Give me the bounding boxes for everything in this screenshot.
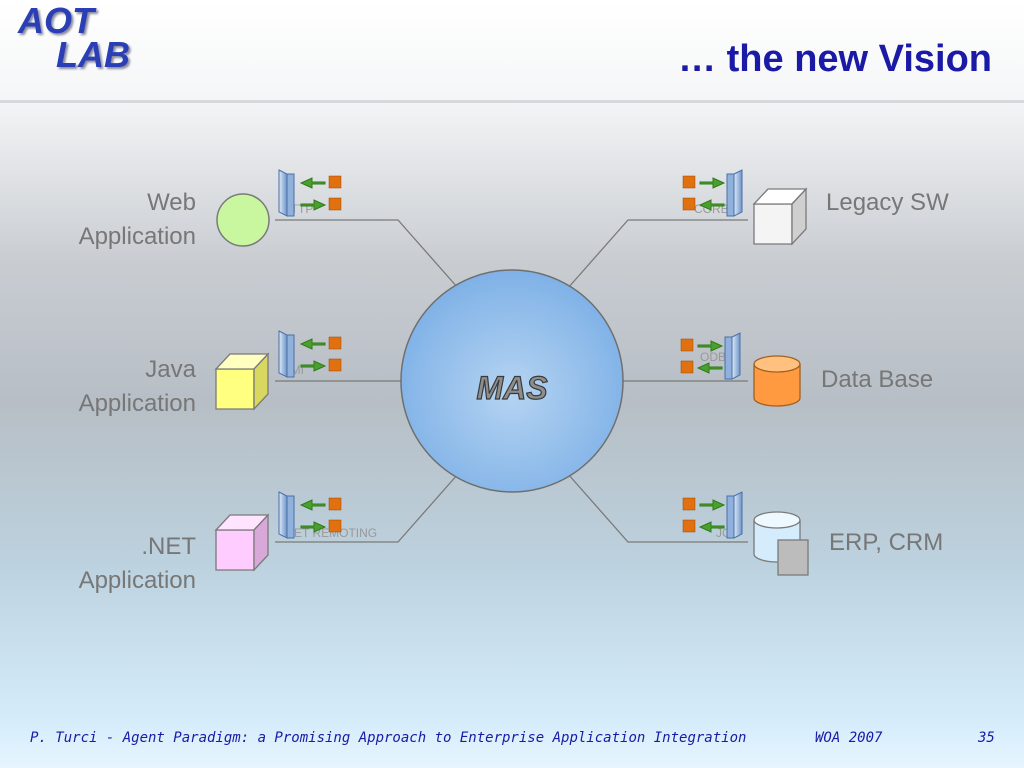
net-link-line xyxy=(275,473,459,543)
net-connector-label: .NET REMOTING xyxy=(282,526,377,540)
web-label-line-2: Application xyxy=(78,223,196,250)
erp-link-line xyxy=(567,473,748,543)
web-application-label: Web Application xyxy=(79,186,196,254)
net-adapter-icon xyxy=(278,491,342,539)
slide-footer: P. Turci - Agent Paradigm: a Promising A… xyxy=(0,730,1024,754)
java-application-label: Java Application xyxy=(79,353,196,421)
legacy-sw-label: Legacy SW xyxy=(826,189,949,216)
footer-citation: P. Turci - Agent Paradigm: a Promising A… xyxy=(30,730,747,746)
web-label-line-1: Web xyxy=(147,189,196,216)
mas-label: MAS xyxy=(476,370,548,406)
logo-line-2: LAB xyxy=(56,34,130,75)
erp-crm-label: ERP, CRM xyxy=(829,529,944,556)
slide-title: … the new Vision xyxy=(678,38,992,80)
db-adapter-icon xyxy=(680,332,741,380)
aot-lab-logo: AOT LAB xyxy=(18,3,130,75)
slide-header xyxy=(0,0,1024,100)
web-application-sphere-icon xyxy=(216,193,270,247)
database-cylinder-icon xyxy=(753,355,801,407)
net-application-label: .NET Application xyxy=(79,530,196,598)
database-label: Data Base xyxy=(821,366,934,393)
java-label-line-2: Application xyxy=(78,390,196,417)
java-application-cube-icon xyxy=(214,352,270,411)
legacy-adapter-icon xyxy=(682,169,743,217)
web-adapter-icon xyxy=(278,169,342,217)
java-adapter-icon xyxy=(278,330,342,378)
legacy-link-line xyxy=(567,219,748,289)
erp-adapter-icon xyxy=(682,491,743,539)
logo-line-1: AOT xyxy=(18,0,94,41)
footer-event: WOA 2007 xyxy=(815,730,883,746)
erp-crm-icon xyxy=(753,511,809,576)
page-number: 35 xyxy=(978,730,995,746)
net-label-line-2: Application xyxy=(78,567,196,594)
header-divider xyxy=(0,100,1024,103)
java-label-line-1: Java xyxy=(145,356,196,383)
mas-circle xyxy=(400,269,624,493)
net-application-cube-icon xyxy=(214,513,270,572)
legacy-sw-cube-icon xyxy=(752,187,808,246)
net-label-line-1: .NET xyxy=(141,533,196,560)
web-link-line xyxy=(275,219,459,289)
